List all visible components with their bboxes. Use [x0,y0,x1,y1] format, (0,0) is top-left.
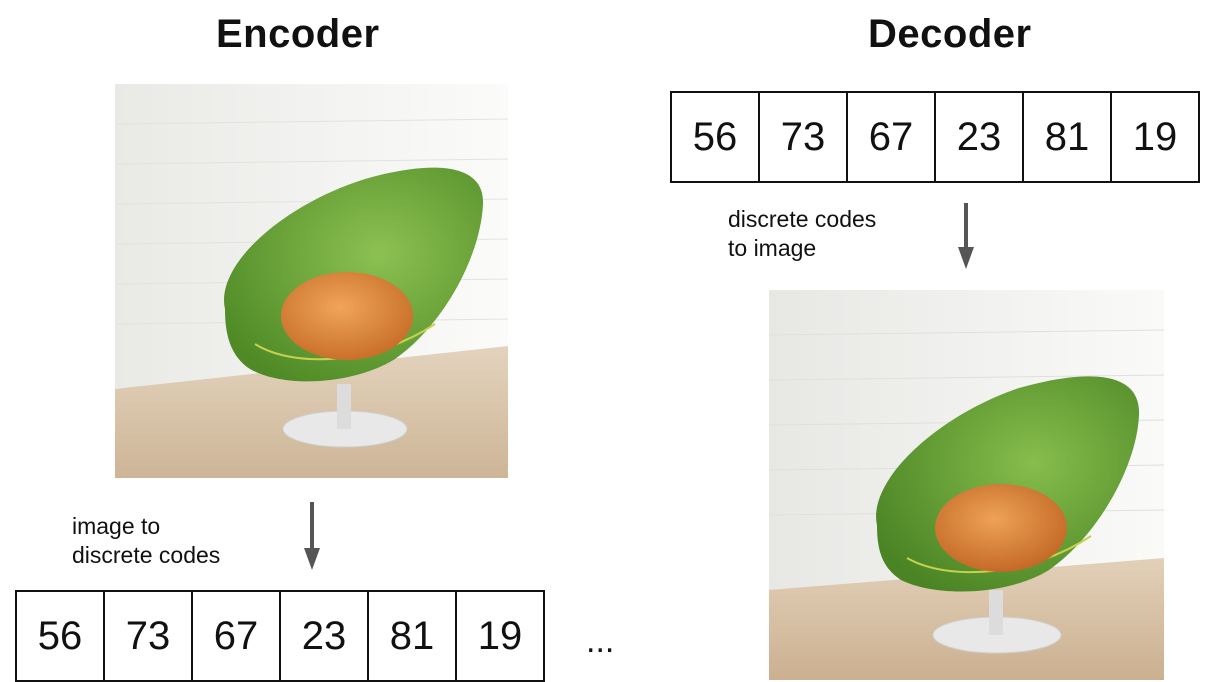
arrow-down-icon [958,203,974,269]
code-cell: 73 [758,91,848,183]
code-cell: 67 [846,91,936,183]
encoder-title: Encoder [216,12,380,56]
code-cell: 56 [670,91,760,183]
code-cell: 81 [367,590,457,682]
decoder-title: Decoder [868,12,1032,56]
code-cell: 67 [191,590,281,682]
code-cell: 19 [1110,91,1200,183]
encoder-down-arrow [304,502,320,572]
decoder-caption: discrete codes to image [728,206,877,261]
code-cell: 56 [15,590,105,682]
decoder-down-arrow [958,203,974,273]
encoder-input-image [115,84,508,478]
code-ellipsis: ... [586,622,615,660]
avocado-chair-image [769,290,1164,680]
encoder-code-sequence: 56 73 67 23 81 19 [15,590,545,682]
code-cell: 23 [934,91,1024,183]
arrow-down-icon [304,502,320,570]
decoder-output-image [769,290,1164,680]
code-cell: 73 [103,590,193,682]
code-cell: 23 [279,590,369,682]
avocado-chair-image [115,84,508,478]
code-cell: 81 [1022,91,1112,183]
decoder-code-sequence: 56 73 67 23 81 19 [670,91,1200,183]
code-cell: 19 [455,590,545,682]
encoder-caption: image to discrete codes [72,513,221,568]
